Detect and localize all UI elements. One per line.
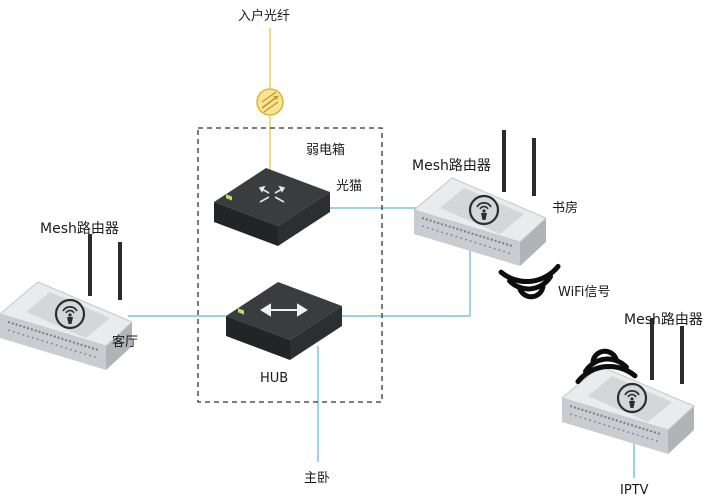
modem-label: 光猫 <box>336 179 362 194</box>
mesh-router-study <box>412 128 548 268</box>
modem-device <box>214 168 330 246</box>
wifi-waves-icon <box>498 263 638 385</box>
hub-device <box>226 282 342 360</box>
mesh-study-title: Mesh路由器 <box>412 158 491 174</box>
router-wifi-icon <box>560 316 696 456</box>
master-bedroom-label: 主卧 <box>304 471 330 486</box>
fiber-in-label: 入户光纤 <box>238 8 290 24</box>
fiber-optic-icon <box>256 88 284 116</box>
iptv-label: IPTV <box>620 483 649 498</box>
mesh-router-iptv <box>560 316 696 456</box>
router-wifi-icon <box>412 128 548 268</box>
weak-current-box <box>197 127 383 403</box>
living-room-label: 客厅 <box>112 334 138 350</box>
study-label: 书房 <box>552 200 578 216</box>
wifi-signal-label: WiFi信号 <box>558 285 610 300</box>
mesh-living-title: Mesh路由器 <box>40 221 119 237</box>
mesh-iptv-title: Mesh路由器 <box>624 312 703 328</box>
weak-box-label: 弱电箱 <box>306 142 345 158</box>
hub-label: HUB <box>260 371 288 386</box>
modem-arrows-icon <box>258 185 286 203</box>
hub-double-arrow-icon <box>260 303 308 317</box>
